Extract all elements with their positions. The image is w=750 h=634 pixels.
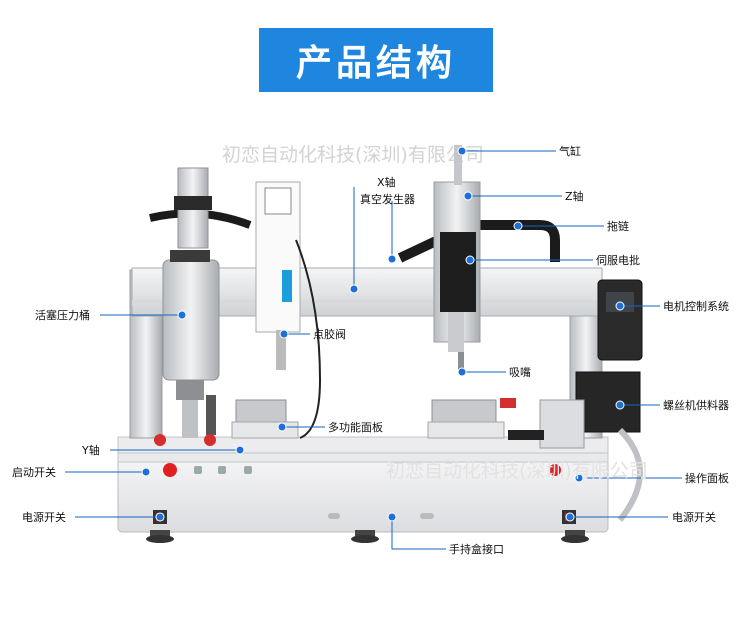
label-dispensing-valve: 点胶阀: [313, 328, 346, 341]
label-suction-nozzle: 吸嘴: [509, 366, 531, 379]
label-vacuum-generator: 真空发生器: [360, 193, 415, 206]
watermark-top: 初恋自动化科技(深圳)有限公司: [222, 144, 484, 166]
label-handheld-port: 手持盒接口: [449, 543, 504, 556]
label-start-switch: 启动开关: [12, 466, 56, 479]
screw-feeder: [575, 371, 641, 433]
label-z-axis: Z轴: [565, 190, 584, 203]
start-button: [163, 463, 177, 477]
label-power-switch-right: 电源开关: [672, 511, 716, 524]
label-piston-barrel: 活塞压力桶: [35, 309, 90, 322]
label-screw-feeder: 螺丝机供料器: [663, 399, 729, 412]
label-operation-panel: 操作面板: [685, 472, 729, 485]
piston-barrel: [162, 259, 220, 381]
watermark-bottom: 初恋自动化科技(深圳)有限公司: [386, 460, 648, 482]
label-y-axis: Y轴: [82, 444, 100, 457]
label-drag-chain: 拖链: [607, 220, 629, 233]
label-multi-function-panel: 多功能面板: [328, 421, 383, 434]
page-title-banner: 产品结构: [259, 28, 493, 92]
label-power-switch-left: 电源开关: [22, 511, 66, 524]
label-servo-screwdriver: 伺服电批: [596, 254, 640, 267]
label-cylinder: 气缸: [559, 145, 581, 158]
label-x-axis: X轴: [377, 176, 396, 189]
label-motor-control-system: 电机控制系统: [663, 300, 729, 313]
